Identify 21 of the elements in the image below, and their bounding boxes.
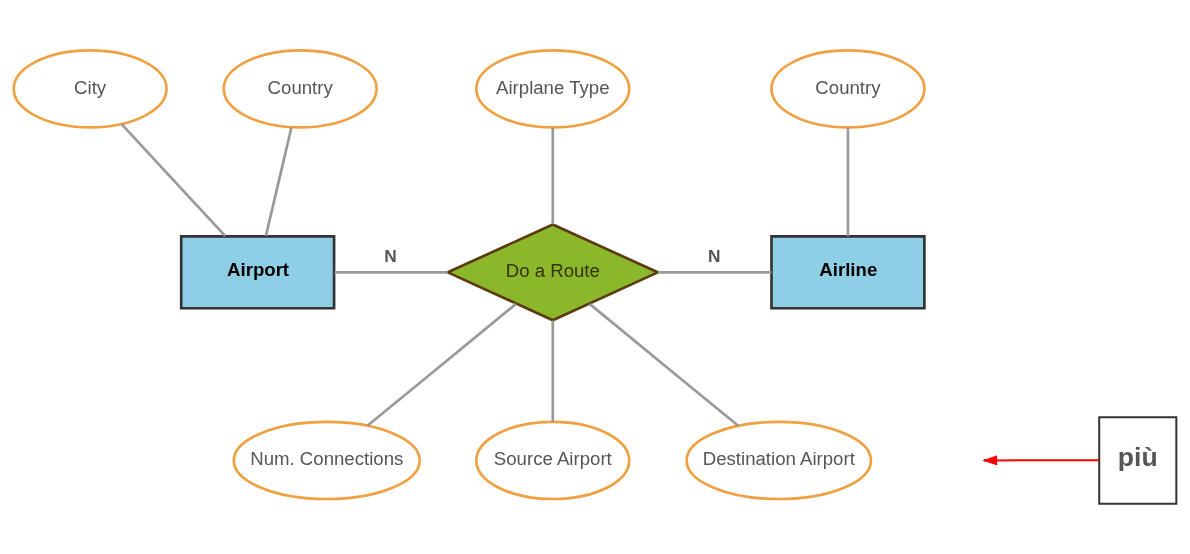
connector bbox=[551, 127, 555, 225]
connector bbox=[334, 271, 448, 274]
node-ellipse: Country bbox=[222, 49, 378, 129]
node-ellipse: Airplane Type bbox=[475, 49, 631, 129]
node-box: Airline bbox=[770, 235, 926, 310]
node-ellipse: Destination Airport bbox=[685, 420, 873, 501]
node-box: Airport bbox=[179, 235, 336, 310]
node-ellipse: Country bbox=[770, 49, 926, 129]
node-ellipse: City bbox=[12, 49, 168, 129]
node-ellipse: Num. Connections bbox=[232, 420, 422, 501]
node-box: più bbox=[1098, 416, 1178, 505]
connector bbox=[551, 320, 555, 422]
edge-label: N bbox=[384, 246, 397, 267]
connector bbox=[120, 123, 227, 237]
connector bbox=[658, 271, 772, 274]
edge-label: N bbox=[708, 246, 721, 267]
connector bbox=[588, 302, 740, 427]
node-ellipse: Source Airport bbox=[475, 420, 631, 501]
connector bbox=[264, 126, 293, 237]
connector bbox=[366, 302, 517, 427]
connector bbox=[846, 127, 850, 237]
